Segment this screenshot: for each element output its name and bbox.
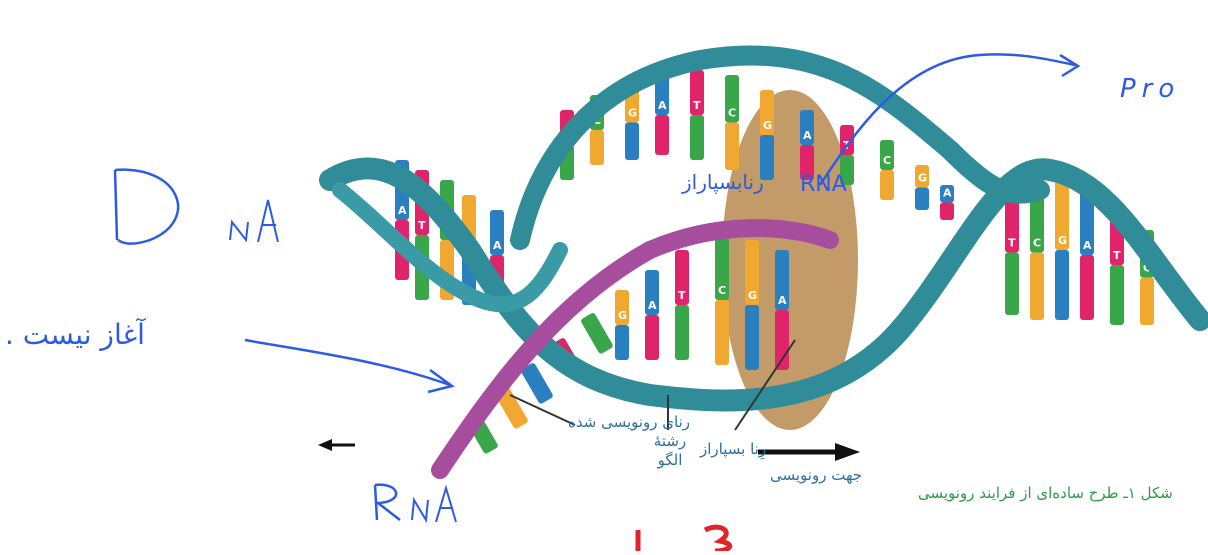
base-bar xyxy=(655,115,669,155)
back-arrow-head xyxy=(318,439,332,451)
base-bar xyxy=(880,170,894,200)
handwriting-dna-D xyxy=(115,170,178,244)
handwriting-dna-N xyxy=(230,222,248,240)
label-rna-polymerase: رِنا بسپاراز xyxy=(700,440,766,459)
base-bar xyxy=(645,315,659,360)
base-letter: G xyxy=(748,289,757,302)
handwriting-rna-polymerase-latin: RNA xyxy=(800,172,847,197)
base-letter: C xyxy=(718,284,726,297)
base-letter: G xyxy=(618,309,627,322)
base-letter: A xyxy=(658,99,667,112)
red-mark xyxy=(638,527,730,551)
base-bar xyxy=(745,305,759,370)
base-letter: G xyxy=(628,107,637,120)
base-bar xyxy=(715,300,729,365)
handwriting-rna-A xyxy=(436,488,456,522)
base-bar xyxy=(1110,265,1124,325)
base-bar xyxy=(915,188,929,211)
base-letter: A xyxy=(398,204,407,217)
handwriting-pro: Pro xyxy=(1120,74,1180,104)
base-letter: T xyxy=(418,219,426,232)
label-template-strand: رشتهٔ الگو xyxy=(650,432,690,470)
base-letter: T xyxy=(1008,237,1016,250)
base-letter: A xyxy=(778,294,787,307)
base-bar xyxy=(1030,253,1044,321)
rna-base xyxy=(580,312,614,355)
base-bar xyxy=(690,115,704,160)
base-bar xyxy=(625,123,639,161)
handwriting-dna-A xyxy=(258,200,278,242)
base-bar xyxy=(675,305,689,360)
label-transcribed-rna: رنای رونویسی شده xyxy=(568,413,690,432)
base-letter: A xyxy=(1083,239,1092,252)
base-letter: C xyxy=(883,154,891,167)
handwriting-rna-N xyxy=(412,500,428,520)
base-bar xyxy=(1005,253,1019,316)
label-transcription-direction: جهت رونویسی xyxy=(770,466,862,485)
base-bar xyxy=(1080,255,1094,320)
base-letter: C xyxy=(728,107,736,120)
base-letter: C xyxy=(1033,237,1041,250)
base-letter: G xyxy=(1058,234,1067,247)
base-letter: A xyxy=(493,239,502,252)
base-bar xyxy=(725,123,739,171)
figure-caption: شکل ۱ـ طرح ساده‌ای از فرایند رونویسی xyxy=(918,484,1173,502)
pro-arrow-head xyxy=(1060,55,1078,76)
base-bar xyxy=(590,130,604,165)
base-bar xyxy=(940,203,954,221)
base-letter: T xyxy=(693,99,701,112)
base-letter: G xyxy=(918,172,927,185)
handwriting-rna-polymerase: رنابسپاراز xyxy=(682,170,764,194)
base-bar xyxy=(1055,250,1069,320)
start-arrow xyxy=(245,340,450,385)
base-letter: A xyxy=(648,299,657,312)
base-letter: G xyxy=(763,119,772,132)
base-letter: A xyxy=(943,187,952,200)
handwriting-rna-R xyxy=(375,485,400,520)
base-letter: T xyxy=(678,289,686,302)
base-bar xyxy=(615,325,629,360)
base-letter: T xyxy=(1113,249,1121,262)
base-bar xyxy=(1140,278,1154,326)
direction-arrow-head xyxy=(835,443,860,461)
base-letter: A xyxy=(803,129,812,142)
handwriting-start: آغاز نیست . xyxy=(5,318,145,351)
